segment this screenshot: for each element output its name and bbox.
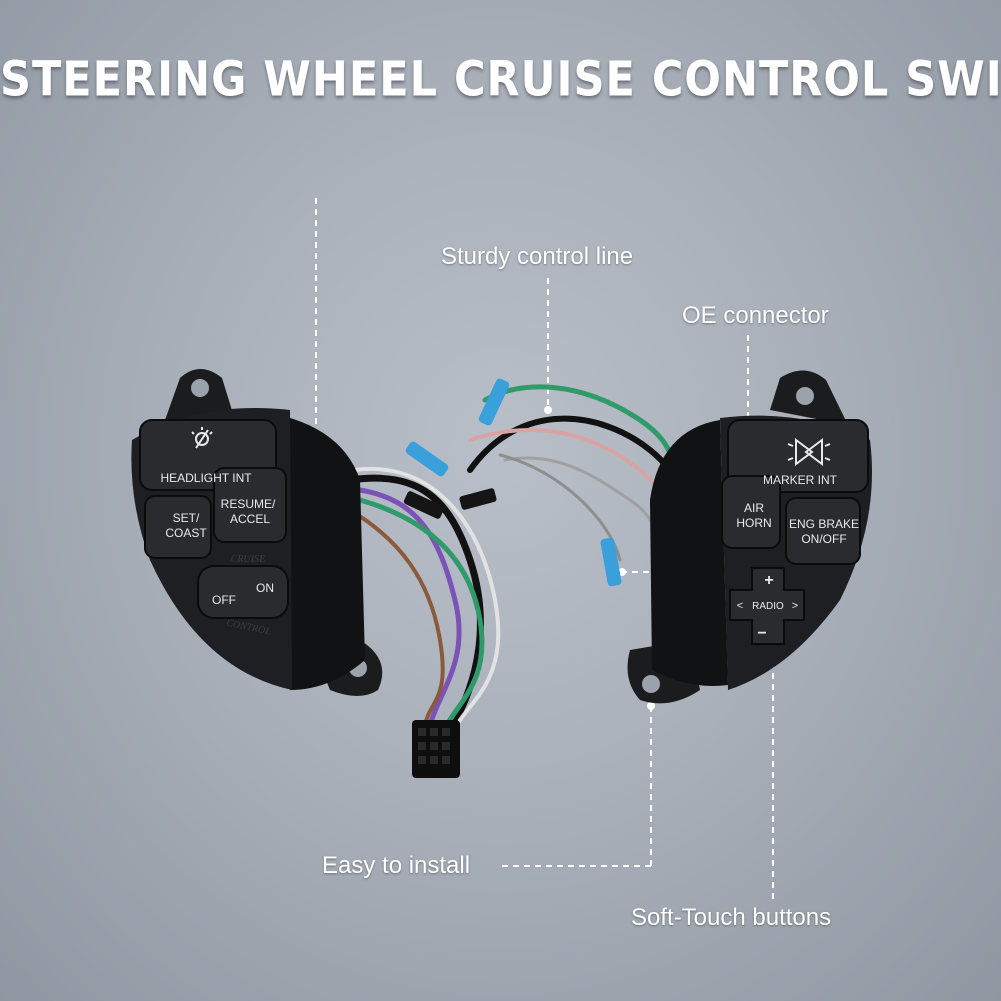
zip-ties — [403, 488, 497, 519]
set-label-line1: SET/ — [173, 511, 200, 525]
air-horn-label-line1: AIR — [744, 501, 764, 515]
resume-label-line2: ACCEL — [230, 512, 270, 526]
right-switch-unit: MARKER INT AIR HORN ENG BRAKE ON/OFF + R… — [627, 370, 872, 704]
headlight-icon — [191, 427, 213, 449]
headline: STEERING WHEEL CRUISE CONTROL SWITCH — [0, 52, 1001, 108]
resume-label-line1: RESUME/ — [221, 497, 276, 511]
radio-minus-icon: − — [757, 625, 766, 642]
radio-label: RADIO — [752, 601, 784, 612]
callout-oe-connector: OE connector — [682, 302, 829, 329]
eng-brake-label-line2: ON/OFF — [801, 532, 846, 546]
cruise-on-label: ON — [256, 581, 274, 595]
callout-easy-to-install: Easy to install — [322, 852, 471, 879]
cruise-engraving-line1: CRUISE — [231, 554, 265, 565]
marker-lamp-icon — [787, 438, 831, 466]
harness-plug — [412, 720, 460, 778]
left-switch-unit: HEADLIGHT INT SET/ COAST RESUME/ ACCEL O… — [131, 369, 383, 696]
callout-sturdy-control-line: Sturdy control line — [441, 243, 634, 270]
marker-int-label: MARKER INT — [763, 473, 838, 487]
radio-left-arrow-icon: < — [737, 600, 743, 612]
headlight-int-label: HEADLIGHT INT — [160, 471, 252, 485]
air-horn-label-line2: HORN — [736, 516, 771, 530]
spade-connectors — [405, 378, 622, 587]
set-label-line2: COAST — [165, 526, 207, 540]
callout-soft-touch-buttons: Soft-Touch buttons — [631, 904, 832, 931]
radio-plus-icon: + — [764, 572, 773, 589]
radio-right-arrow-icon: > — [792, 600, 798, 612]
cruise-off-label: OFF — [212, 593, 236, 607]
eng-brake-label-line1: ENG BRAKE — [789, 517, 859, 531]
